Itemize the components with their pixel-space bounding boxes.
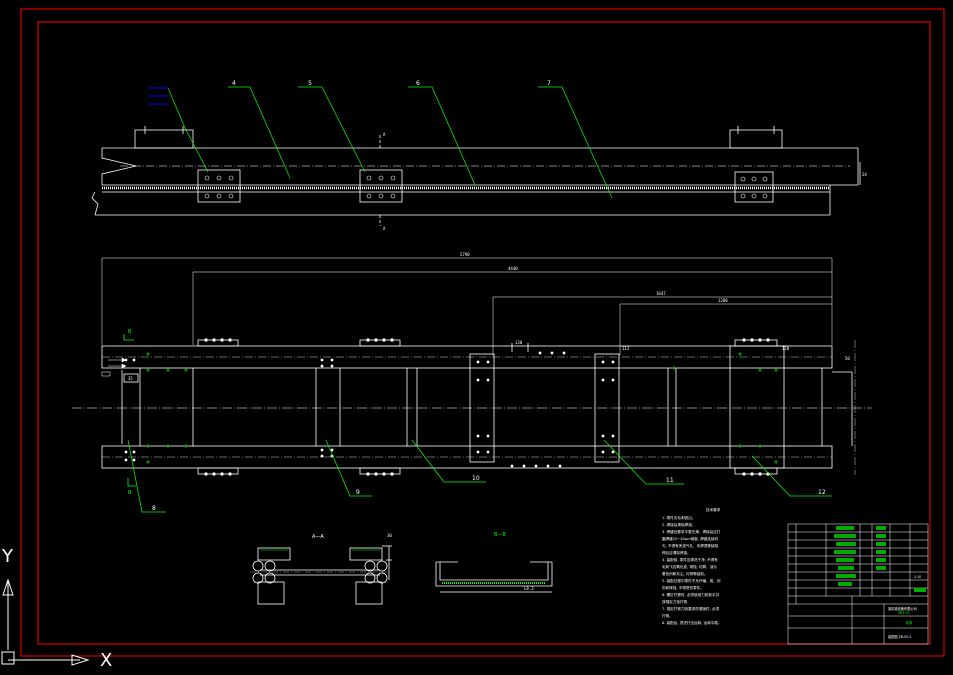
dim-right-height: 50 [845,356,850,361]
title-block-scale: 1:10 [914,575,921,579]
note-line: 磨焊缝10~40μm钢板, 焊缝连续均 [662,536,719,541]
section-cut-b-marks [123,334,136,487]
note-line: 焊后应清除焊渣。 [662,550,691,555]
hidden-lines-marker [148,87,168,105]
note-line: 毛刺飞边氧化皮, 锈蚀, 切屑、油污 [662,564,717,569]
balloon-6: 6 [416,80,420,87]
title-block-footer: 装配图 ZB-05-2 [888,634,911,639]
note-line: 7. 规定拧紧力矩要求的紧固件, 必须 [662,606,720,611]
note-line: 2. 焊接后清除焊渣。 [662,522,695,527]
balloon-11: 11 [666,477,674,484]
plan-left-arrows [101,357,127,377]
balloon-7: 7 [547,80,551,87]
note-line: 5. 装配过程中零件不允许磕、碰、划 [662,578,721,583]
dim-length-4: 1280 [718,298,728,303]
plan-view-leaders [127,439,832,513]
balloon-12: 12 [818,489,826,496]
note-line: 8. 装配后, 须进行空运转, 运转平稳。 [662,620,721,625]
note-line: 伤和锈蚀, 不得损伤零件。 [662,585,704,590]
notes-title: 技术要求 [706,507,721,512]
title-block-drawing-no: ZB1-05 [898,611,910,615]
notes-list: 1. 零件去毛刺锐边。 2. 焊接后清除焊渣。 3. 焊缝处要求平整光滑，焊接后… [662,515,721,625]
balloon-4: 4 [232,80,236,87]
title-block [787,523,929,645]
top-view-dim-right: 24 [862,172,867,177]
note-line: 3. 焊缝处要求平整光滑，焊接后应打 [662,529,721,534]
title-block-name: 机架 [906,620,913,625]
balloon-9: 9 [356,489,360,496]
section-aa-view [257,545,392,605]
plan-dimension-lines [101,257,833,355]
dim-small-3: 35 [128,376,133,381]
balloon-8: 8 [152,505,156,512]
note-line: 1. 零件去毛刺锐边。 [662,515,695,520]
dim-small-1: 112 [622,346,630,351]
section-bb-dim: L8.3 [524,586,534,591]
note-line: 6. 螺钉拧紧时, 必须使用力矩扳手并 [662,592,720,597]
dim-overall-length: 2790 [460,252,470,257]
inner-border [37,21,931,645]
section-bb-title: B—B [494,532,506,538]
cut-label-a-bottom: A [383,226,386,231]
plan-view-green-marks [146,352,778,464]
section-aa-rollers [252,560,388,584]
dim-length-2: 4440 [508,266,518,271]
dim-length-3: 1647 [656,291,666,296]
balloon-5: 5 [308,80,312,87]
dim-small-2: 120 [782,346,790,351]
ucs-icon [1,578,90,666]
balloon-10: 10 [472,475,480,482]
outer-border [20,8,945,657]
note-line: 着色剂和灰尘, 污物等缺陷。 [662,571,707,576]
cut-label-b-bottom: B [128,490,132,496]
title-block-company: 某机械设备有限公司 [888,606,917,611]
section-bb-view [435,561,553,593]
section-aa-dim: 30 [387,533,392,538]
note-line: 匀, 不得有夹渣气孔、未焊透等缺陷 [662,543,719,548]
note-line: 拧紧。 [662,613,673,618]
plan-view-fasteners [124,338,770,476]
top-elevation-view [91,126,861,226]
ucs-y-label: Y [1,546,14,567]
bom-highlights [834,526,926,592]
cut-label-a-top: A [383,132,386,137]
section-aa-title: A—A [312,534,324,540]
plan-view-frame [101,339,853,475]
ucs-x-label: X [100,650,112,671]
cut-label-b-top: B [128,329,132,335]
top-view-leaders [167,86,613,199]
note-line: 4. 装配前, 零件应清洗干净, 不得有 [662,557,718,562]
note-line: 按规定力矩拧紧。 [662,599,691,604]
dim-small-4: 130 [515,340,523,345]
top-view-bolt-holes [204,175,768,199]
